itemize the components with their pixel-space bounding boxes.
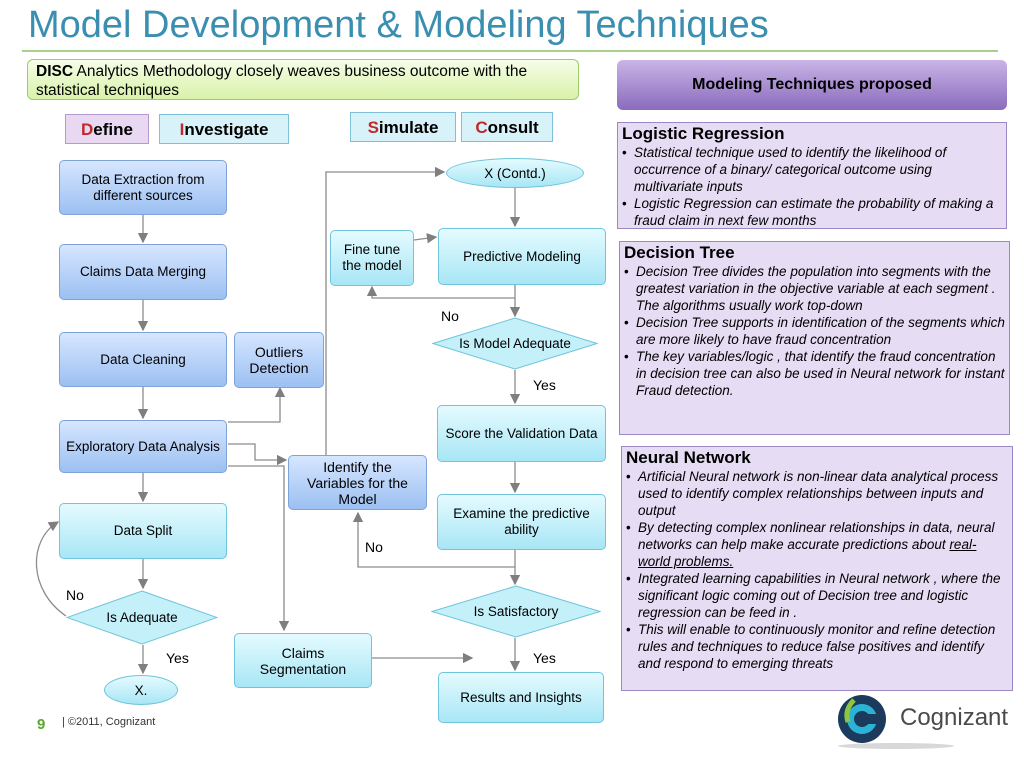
phase-simulate-rest: imulate — [378, 118, 439, 137]
cognizant-logo-icon — [838, 695, 954, 749]
phase-define-initial: D — [81, 120, 94, 139]
page-number: 9 — [37, 716, 46, 733]
phase-investigate: Investigate — [159, 114, 289, 144]
tree-title: Decision Tree — [624, 243, 735, 262]
x-end-oval: X. — [104, 675, 178, 705]
copyright: | ©2011, Cognizant — [62, 716, 156, 728]
neural-network-panel: Neural Network Artificial Neural network… — [621, 446, 1013, 691]
logistic-title: Logistic Regression — [622, 124, 785, 143]
title-divider — [22, 50, 998, 52]
is-adequate-label: Is Adequate — [106, 610, 178, 625]
yes-label-satisfactory: Yes — [533, 650, 556, 666]
tree-bullet: The key variables/logic , that identify … — [624, 348, 1005, 399]
predictive-modeling-box: Predictive Modeling — [438, 228, 606, 285]
score-validation-box: Score the Validation Data — [437, 405, 606, 462]
examine-ability-box: Examine the predictive ability — [437, 494, 606, 550]
logistic-regression-panel: Logistic Regression Statistical techniqu… — [617, 122, 1007, 229]
logistic-bullet: Logistic Regression can estimate the pro… — [622, 195, 1002, 229]
claims-segmentation-box: Claims Segmentation — [234, 633, 372, 688]
tree-bullet: Decision Tree supports in identification… — [624, 314, 1005, 348]
x-contd-oval: X (Contd.) — [446, 158, 584, 188]
is-model-adequate-label: Is Model Adequate — [459, 336, 571, 351]
no-label-model: No — [441, 308, 459, 324]
phase-consult-initial: C — [475, 118, 488, 137]
is-satisfactory-decision: Is Satisfactory — [431, 585, 601, 638]
phase-define: Define — [65, 114, 149, 144]
neural-underlined-text: real-world problems. — [638, 537, 977, 569]
data-extraction-box: Data Extraction from different sources — [59, 160, 227, 215]
disc-text: Analytics Methodology closely weaves bus… — [36, 63, 528, 99]
exploratory-analysis-box: Exploratory Data Analysis — [59, 420, 227, 473]
page-title: Model Development & Modeling Techniques — [28, 4, 769, 46]
neural-bullet-text: By detecting complex nonlinear relations… — [638, 520, 995, 552]
decision-tree-panel: Decision Tree Decision Tree divides the … — [619, 241, 1010, 435]
logo-wordmark: Cognizant — [900, 704, 1009, 731]
is-model-adequate-decision: Is Model Adequate — [432, 317, 598, 370]
phase-simulate: Simulate — [350, 112, 456, 142]
neural-title: Neural Network — [626, 448, 751, 467]
neural-bullet: Integrated learning capabilities in Neur… — [626, 570, 1008, 621]
phase-consult: Consult — [461, 112, 553, 142]
phase-simulate-initial: S — [367, 118, 379, 137]
neural-bullet: Artificial Neural network is non-linear … — [626, 468, 1008, 519]
techniques-header: Modeling Techniques proposed — [617, 60, 1007, 110]
phase-consult-rest: onsult — [487, 118, 539, 137]
phase-define-rest: efine — [93, 120, 133, 139]
disc-callout: DISC Analytics Methodology closely weave… — [27, 59, 579, 100]
no-label-split: No — [66, 587, 84, 603]
no-label-satisfactory: No — [365, 539, 383, 555]
neural-bullet: By detecting complex nonlinear relations… — [626, 519, 1008, 570]
is-adequate-decision: Is Adequate — [66, 590, 218, 645]
phase-investigate-initial: I — [179, 120, 185, 139]
tree-bullet: Decision Tree divides the population int… — [624, 263, 1005, 314]
identify-variables-box: Identify the Variables for the Model — [288, 455, 427, 510]
data-cleaning-box: Data Cleaning — [59, 332, 227, 387]
is-satisfactory-label: Is Satisfactory — [473, 604, 559, 619]
outliers-detection-box: Outliers Detection — [234, 332, 324, 388]
neural-bullet: This will enable to continuously monitor… — [626, 621, 1008, 672]
yes-label-model: Yes — [533, 377, 556, 393]
claims-merging-box: Claims Data Merging — [59, 244, 227, 300]
phase-investigate-rest: nvestigate — [184, 120, 269, 139]
fine-tune-box: Fine tune the model — [330, 230, 414, 286]
logistic-bullet: Statistical technique used to identify t… — [622, 144, 1002, 195]
disc-label: DISC — [36, 63, 74, 80]
yes-label-split: Yes — [166, 650, 189, 666]
data-split-box: Data Split — [59, 503, 227, 559]
results-insights-box: Results and Insights — [438, 672, 604, 723]
